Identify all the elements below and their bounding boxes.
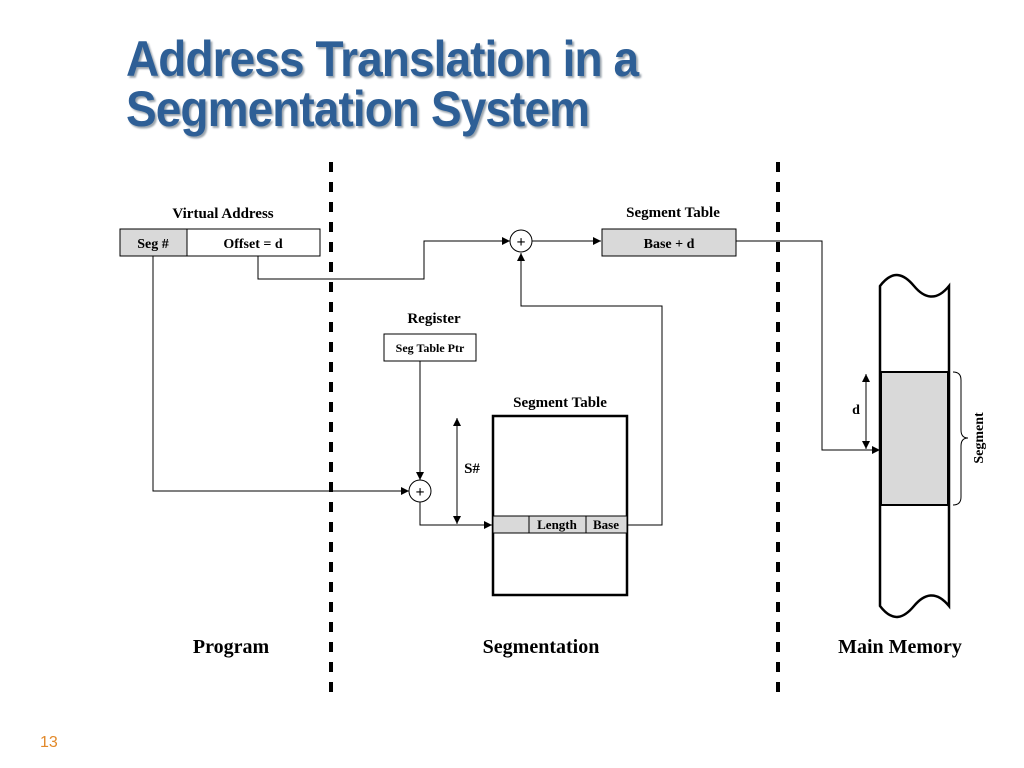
title-line-2: Segmentation System	[126, 81, 590, 137]
seg-to-adder-arrow	[152, 256, 409, 495]
adder-to-table-arrow	[419, 502, 492, 529]
title-line-1: Address Translation in a	[126, 31, 639, 87]
slide-number: 13	[40, 734, 58, 751]
segment-table-main-label: Segment Table	[513, 395, 607, 411]
segment-table-top-label: Segment Table	[626, 205, 720, 221]
adder-bottom-symbol: +	[415, 484, 424, 501]
offset-text: Offset = d	[223, 237, 283, 252]
adder-top-symbol: +	[516, 234, 525, 251]
base-to-adder-arrow	[517, 253, 663, 526]
address-to-memory-arrow	[736, 240, 880, 454]
length-col-text: Length	[537, 517, 578, 532]
seg-number-text: Seg #	[137, 237, 169, 252]
base-plus-d-text: Base + d	[644, 237, 695, 252]
segment-brace	[952, 371, 969, 506]
seg-table-ptr-text: Seg Table Ptr	[396, 341, 465, 355]
offset-to-adder-arrow	[257, 237, 510, 280]
d-label: d	[852, 403, 860, 418]
virtual-address-label: Virtual Address	[172, 206, 273, 222]
seg-number-cell	[119, 228, 188, 257]
segment-table-main-box	[491, 414, 629, 597]
segment-label: Segment	[972, 412, 987, 464]
offset-cell	[186, 228, 321, 257]
memory-segment-block	[880, 371, 949, 506]
s-number-label: S#	[464, 461, 480, 477]
seg-table-ptr-cell	[383, 333, 477, 362]
register-label: Register	[407, 311, 461, 327]
region-segmentation: Segmentation	[483, 636, 600, 658]
base-plus-d-cell	[601, 228, 737, 257]
slide-title: Address Translation in a Segmentation Sy…	[126, 34, 770, 134]
base-col-text: Base	[593, 517, 619, 532]
region-main-memory: Main Memory	[838, 636, 962, 658]
region-program: Program	[193, 636, 270, 658]
